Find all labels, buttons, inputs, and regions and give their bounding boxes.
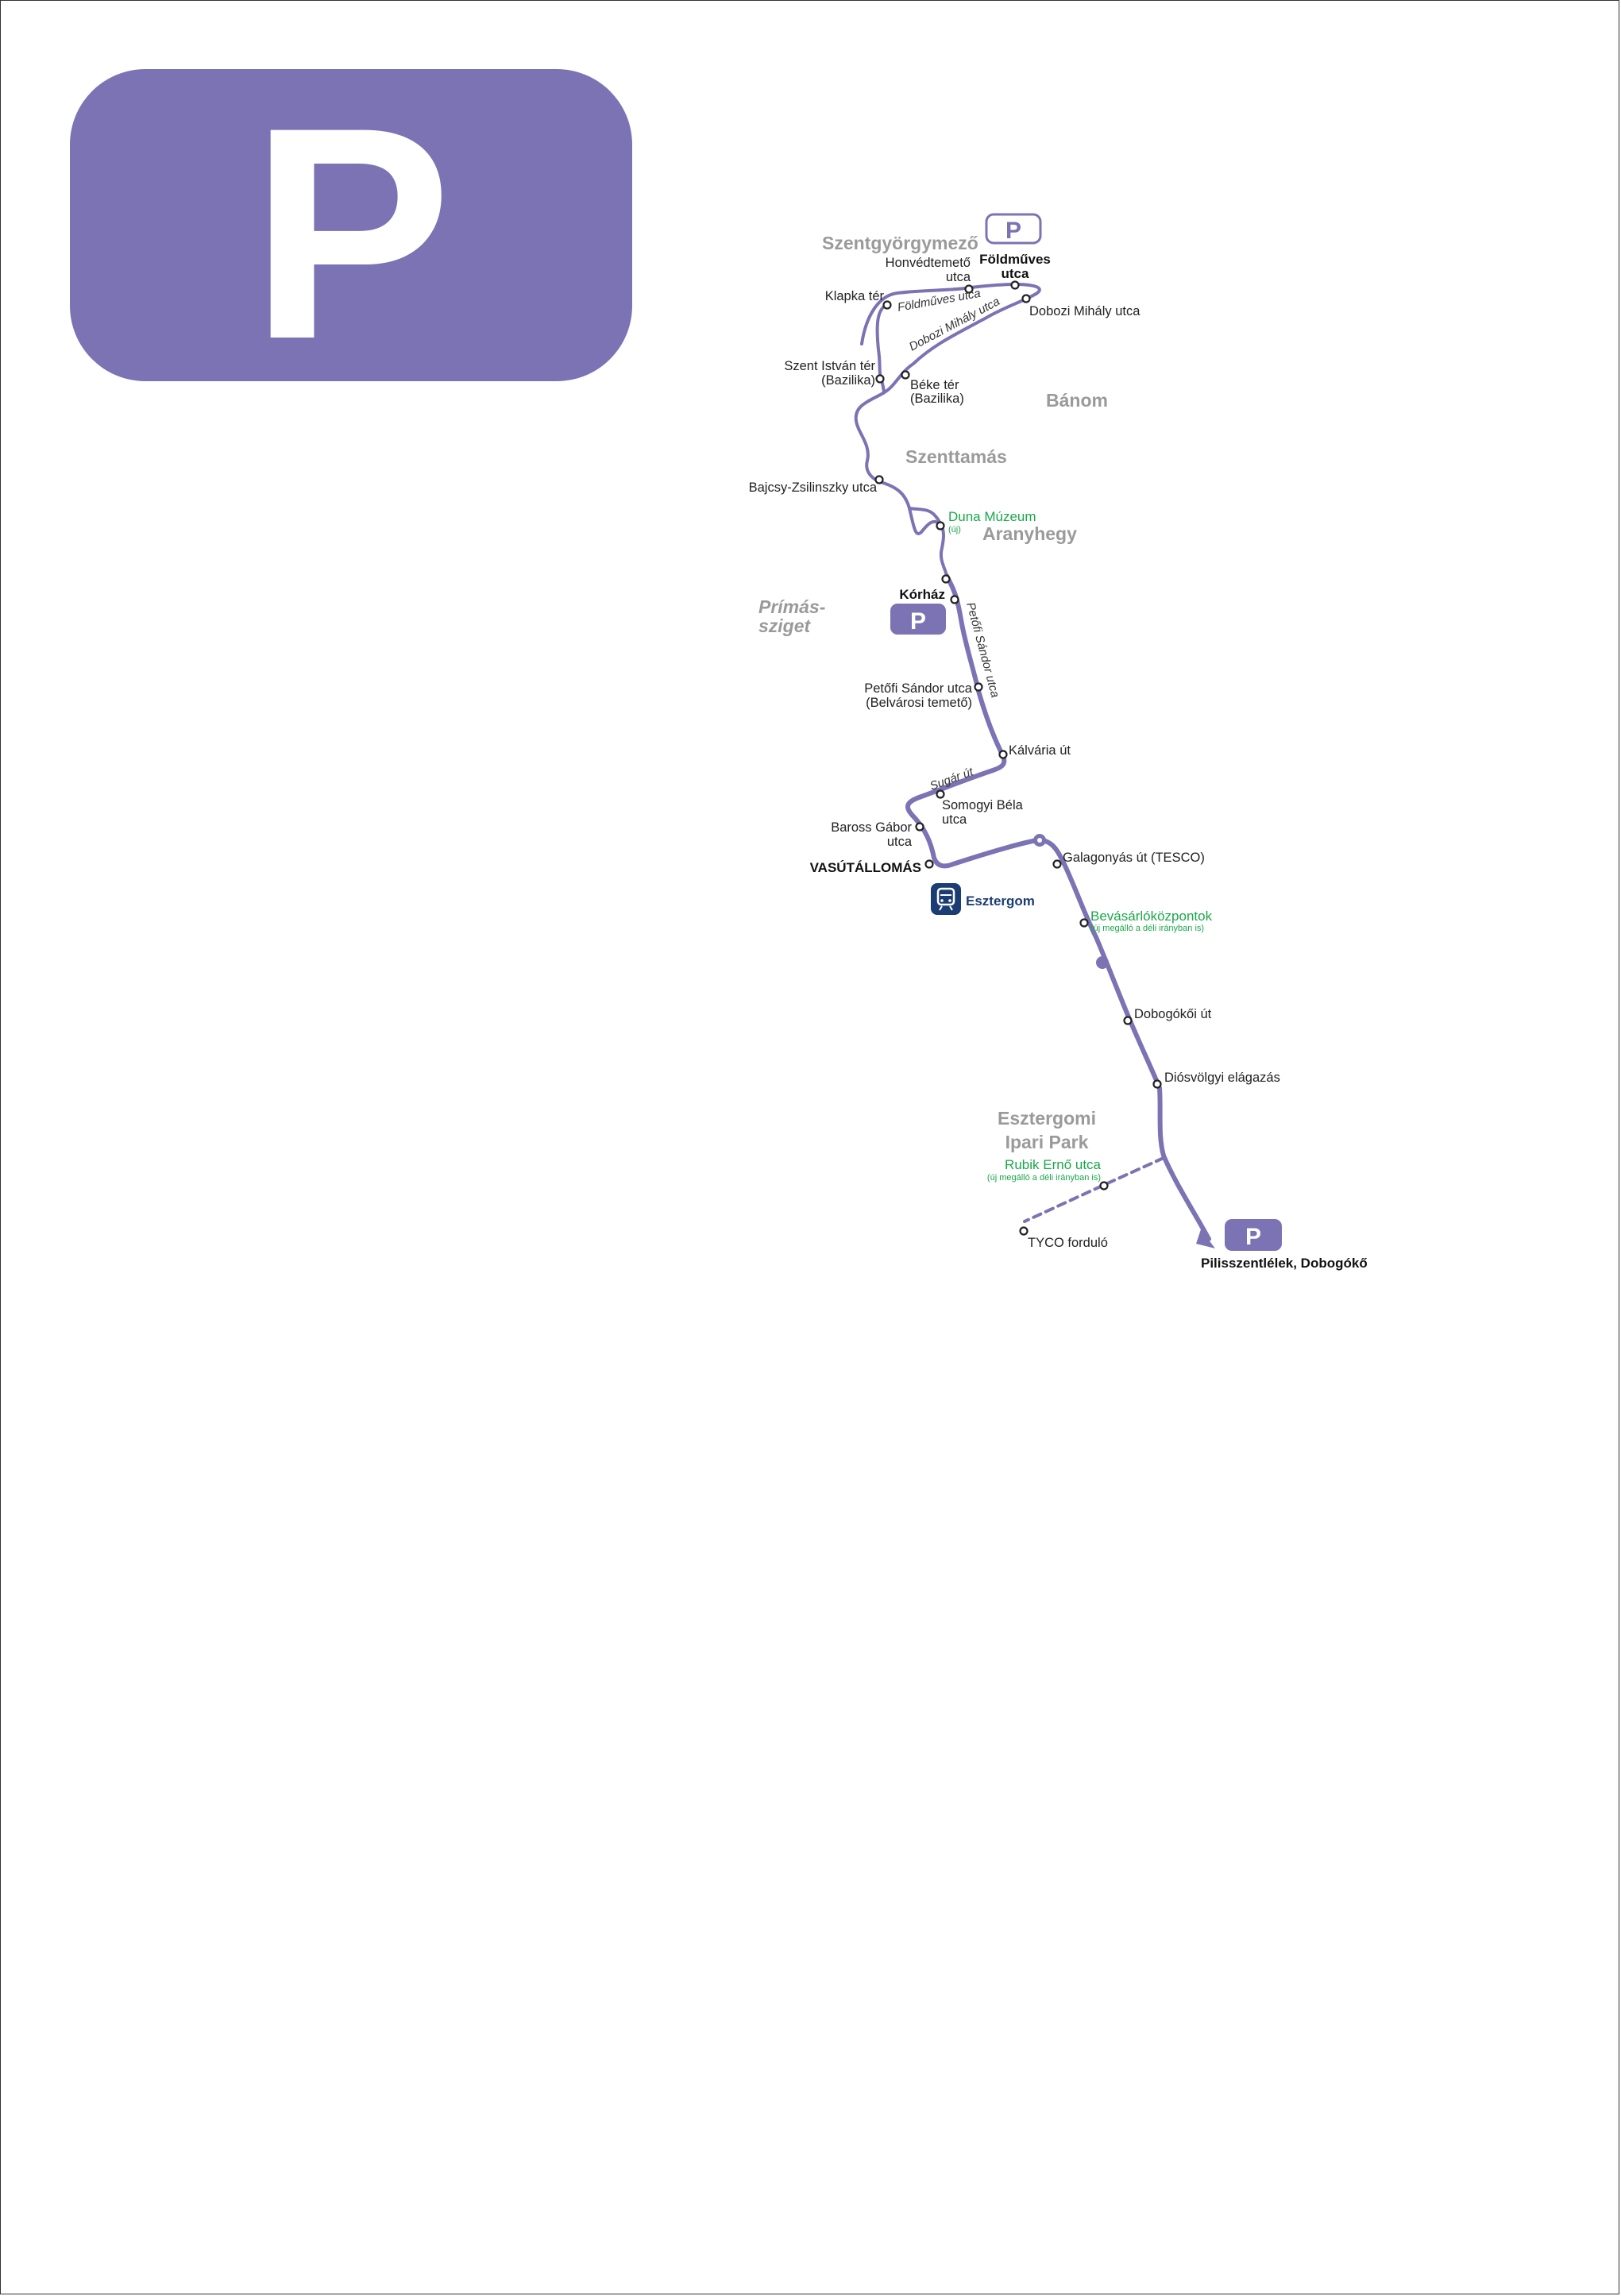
label-bevasarlo-note: (új megálló a déli irányban is) bbox=[1090, 924, 1204, 933]
label-honvedtemeto-2: utca bbox=[946, 270, 971, 284]
route-lines bbox=[854, 283, 1215, 1248]
terminal-badges: P P P bbox=[890, 213, 1282, 1251]
stop-vasutallomas bbox=[924, 859, 934, 869]
route-badge: P bbox=[70, 64, 632, 402]
label-honvedtemeto-1: Honvédtemető bbox=[886, 256, 971, 270]
route-line-main bbox=[905, 573, 1211, 1241]
stop-galagonyas bbox=[1052, 859, 1062, 869]
stop-somogyi bbox=[936, 789, 945, 799]
terminal-north-badge: P bbox=[985, 213, 1042, 245]
area-ipari-1: Esztergomi bbox=[998, 1108, 1096, 1129]
label-rubik: Rubik Ernő utca bbox=[1005, 1157, 1101, 1172]
stop-bevasarlo bbox=[1079, 918, 1089, 928]
junction-galagonyas-inner bbox=[1037, 838, 1042, 843]
terminal-hospital-badge: P bbox=[890, 604, 946, 635]
label-beke-2: (Bazilika) bbox=[910, 392, 964, 406]
label-dobogokoi: Dobogókői út bbox=[1134, 1007, 1212, 1021]
stop-dobozi bbox=[1021, 294, 1031, 303]
stop-korhaz-2 bbox=[950, 595, 959, 604]
train-icon-rail-left bbox=[939, 905, 943, 911]
area-aranyhegy: Aranyhegy bbox=[982, 523, 1077, 544]
label-tyco: TYCO forduló bbox=[1028, 1236, 1108, 1250]
stop-szent-istvan bbox=[875, 374, 885, 384]
label-pilisszentlelek: Pilisszentlélek, Dobogókő bbox=[1201, 1256, 1368, 1271]
label-beke-1: Béke tér bbox=[910, 378, 959, 392]
stop-korhaz-1 bbox=[941, 574, 951, 584]
terminal-hospital-badge-box bbox=[890, 604, 946, 635]
label-duna-muzeum: Duna Múzeum bbox=[948, 509, 1036, 524]
route-line-tyco-branch bbox=[1023, 1156, 1165, 1223]
area-szenttamas: Szenttamás bbox=[905, 446, 1007, 467]
terminal-south-badge-box bbox=[1225, 1219, 1282, 1251]
label-baross-2: utca bbox=[887, 835, 913, 849]
area-names: Szentgyörgymező Bánom Szenttamás Aranyhe… bbox=[758, 233, 1108, 1152]
label-kalvaria: Kálvária út bbox=[1009, 743, 1071, 758]
train-icon-body bbox=[936, 887, 955, 906]
label-bevasarlo: Bevásárlóközpontok bbox=[1090, 909, 1213, 924]
stop-labels: Honvédtemető utca Földműves utca Klapka … bbox=[749, 252, 1368, 1271]
stop-baross bbox=[915, 822, 924, 832]
route-letter: P bbox=[250, 64, 451, 402]
terminal-north-letter: P bbox=[1005, 218, 1021, 244]
route-end-arrow bbox=[1196, 1229, 1215, 1248]
label-rubik-note: (új megálló a déli irányban is) bbox=[987, 1173, 1101, 1183]
label-vasutallomas: VASÚTÁLLOMÁS bbox=[810, 860, 921, 875]
junction-south bbox=[1096, 956, 1109, 969]
route-line-klapka bbox=[875, 303, 888, 395]
label-korhaz: Kórház bbox=[899, 587, 945, 602]
label-somogyi-1: Somogyi Béla bbox=[942, 798, 1024, 812]
terminal-north-badge-box bbox=[985, 213, 1042, 245]
stop-duna-muzeum bbox=[936, 521, 945, 531]
train-icon-rail-right bbox=[949, 905, 953, 911]
station-name: Esztergom bbox=[966, 893, 1035, 909]
stop-honvedtemeto bbox=[964, 284, 974, 294]
terminal-south-letter: P bbox=[1245, 1224, 1261, 1250]
route-line-north-loop bbox=[860, 283, 1041, 395]
area-szentgyorgymezo: Szentgyörgymező bbox=[822, 233, 978, 253]
street-sugar: Sugár út bbox=[928, 765, 976, 793]
stop-petofi bbox=[974, 682, 983, 692]
label-baross-1: Baross Gábor bbox=[831, 820, 912, 835]
label-foldmuves-1: Földműves bbox=[979, 252, 1051, 267]
label-diosvolgyi: Diósvölgyi elágazás bbox=[1164, 1071, 1280, 1085]
stop-foldmuves bbox=[1010, 280, 1020, 290]
train-station: Esztergom bbox=[931, 883, 1035, 915]
stop-klapka bbox=[882, 300, 892, 310]
label-dobozi: Dobozi Mihály utca bbox=[1029, 304, 1140, 318]
area-primas-1: Prímás- bbox=[758, 596, 825, 617]
stop-rubik bbox=[1099, 1181, 1109, 1190]
area-primas-2: sziget bbox=[758, 615, 812, 636]
label-duna-muzeum-note: (új) bbox=[948, 525, 961, 534]
label-klapka: Klapka tér bbox=[825, 289, 885, 303]
train-icon-light-left bbox=[940, 899, 944, 902]
label-petofi-1: Petőfi Sándor utca bbox=[864, 681, 973, 696]
terminal-south-badge: P bbox=[1225, 1219, 1282, 1251]
stop-dobogokoi bbox=[1123, 1016, 1133, 1025]
terminal-hospital-letter: P bbox=[910, 608, 926, 635]
label-petofi-2: (Belvárosi temető) bbox=[866, 696, 972, 710]
area-ipari-2: Ipari Park bbox=[1005, 1132, 1089, 1152]
label-szent-istvan-1: Szent István tér bbox=[784, 359, 875, 373]
stop-beke bbox=[901, 370, 910, 380]
label-bajcsy: Bajcsy-Zsilinszky utca bbox=[749, 480, 878, 495]
stop-diosvolgyi bbox=[1152, 1079, 1162, 1089]
stop-bajcsy bbox=[874, 475, 884, 484]
label-szent-istvan-2: (Bazilika) bbox=[821, 373, 875, 388]
area-banom: Bánom bbox=[1046, 390, 1108, 411]
route-badge-background bbox=[70, 69, 632, 381]
label-foldmuves-2: utca bbox=[1002, 266, 1030, 281]
train-icon-light-right bbox=[948, 899, 951, 902]
label-galagonyas: Galagonyás út (TESCO) bbox=[1063, 851, 1205, 865]
stops bbox=[874, 280, 1162, 1236]
stop-tyco bbox=[1019, 1226, 1029, 1236]
label-somogyi-2: utca bbox=[942, 812, 967, 827]
stop-kalvaria bbox=[998, 750, 1008, 759]
